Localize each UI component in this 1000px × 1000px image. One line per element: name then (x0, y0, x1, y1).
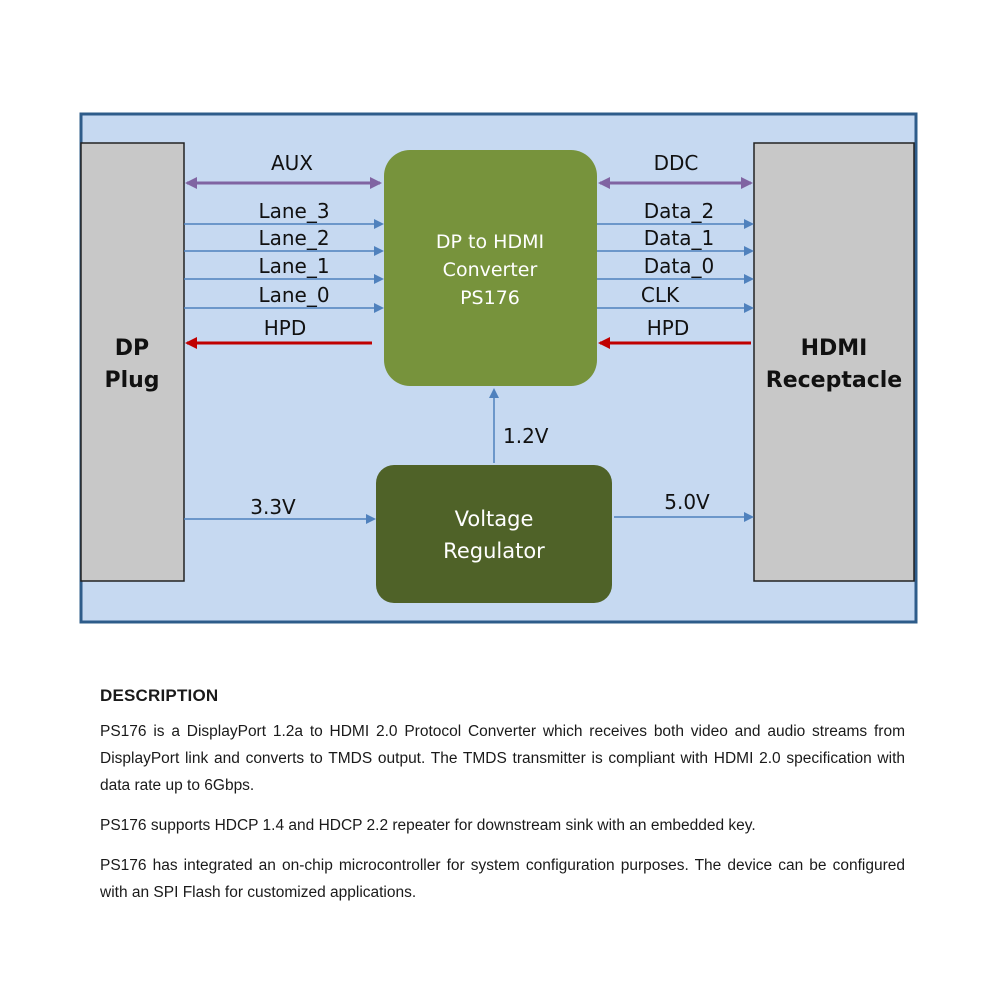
voltage-regulator-block (376, 465, 612, 603)
regulator-label-line2: Regulator (443, 539, 545, 563)
hdmi-receptacle-block (753, 142, 915, 582)
hdmi-receptacle-label-line2: Receptacle (766, 368, 902, 393)
ddc-label: DDC (654, 151, 699, 175)
v12-label: 1.2V (503, 424, 549, 448)
dp-plug-label-line1: DP (115, 336, 149, 361)
v50-label: 5.0V (664, 490, 710, 514)
converter-label-line1: DP to HDMI (436, 231, 544, 253)
hdmi-receptacle-label-line1: HDMI (801, 336, 868, 361)
data2-label: Data_2 (644, 199, 714, 223)
description-paragraph-3: PS176 has integrated an on-chip microcon… (100, 857, 905, 901)
lane2-label: Lane_2 (258, 226, 329, 250)
lane1-label: Lane_1 (258, 254, 329, 278)
description-paragraph-2: PS176 supports HDCP 1.4 and HDCP 2.2 rep… (100, 817, 756, 834)
data0-label: Data_0 (644, 254, 714, 278)
converter-label-line2: Converter (443, 259, 538, 281)
lane3-label: Lane_3 (258, 199, 329, 223)
regulator-label-line1: Voltage (455, 507, 534, 531)
hpd-right-label: HPD (647, 316, 690, 340)
description-paragraph-1: PS176 is a DisplayPort 1.2a to HDMI 2.0 … (100, 723, 905, 794)
dp-plug-block (80, 142, 185, 582)
lane0-label: Lane_0 (258, 283, 329, 307)
aux-label: AUX (271, 151, 313, 175)
clk-label: CLK (641, 283, 680, 307)
converter-label-line3: PS176 (460, 287, 520, 309)
hpd-left-label: HPD (264, 316, 307, 340)
description-heading: DESCRIPTION (100, 686, 219, 705)
v33-label: 3.3V (250, 495, 296, 519)
description-section: DESCRIPTION PS176 is a DisplayPort 1.2a … (100, 686, 905, 919)
converter-block (384, 150, 597, 386)
block-diagram: DP Plug HDMI Receptacle DP to HDMI Conve… (79, 112, 918, 624)
dp-plug-label-line2: Plug (104, 368, 159, 393)
data1-label: Data_1 (644, 226, 714, 250)
